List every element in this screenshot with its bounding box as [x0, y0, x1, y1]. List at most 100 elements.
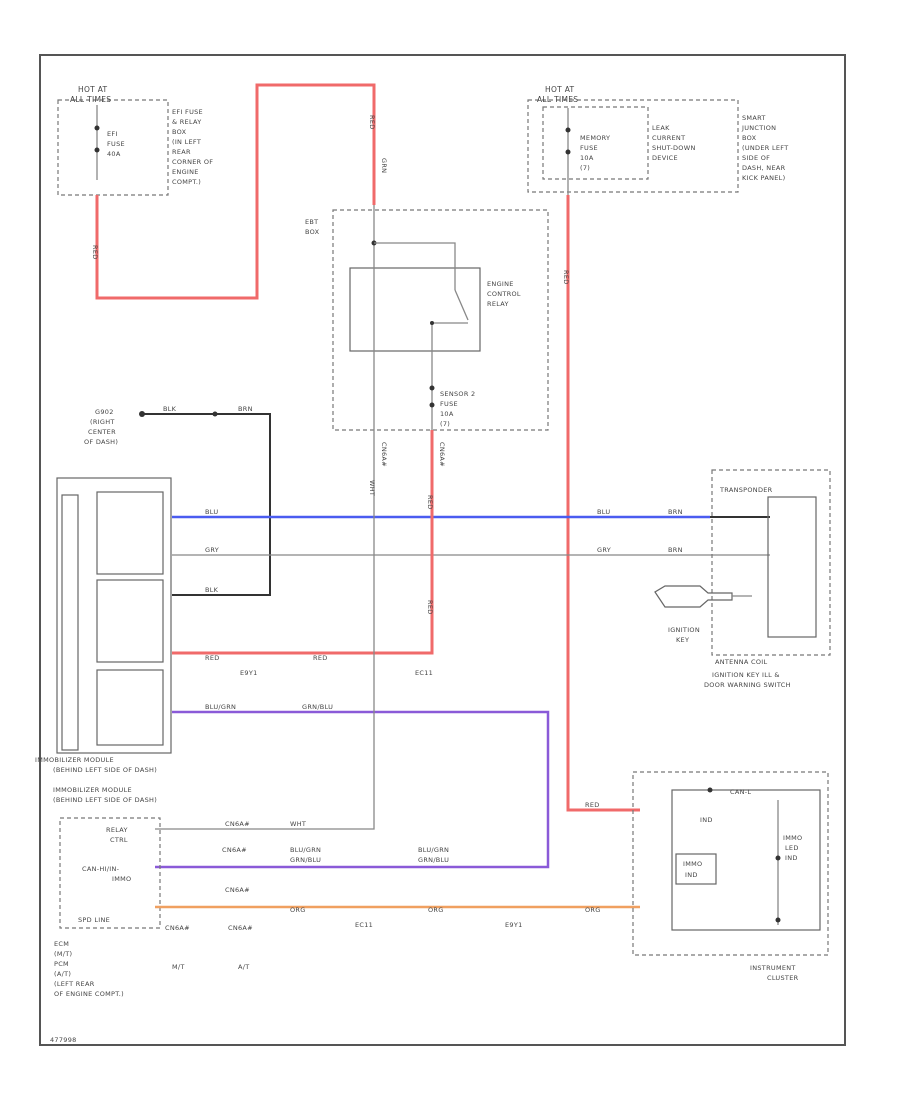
immobilizer-module-box [56, 477, 172, 754]
cluster-label: CAN-L [730, 788, 751, 796]
sjb-label: JUNCTION [741, 124, 776, 132]
ground-label: CENTER [88, 428, 116, 436]
fuse-box-desc: (IN LEFT [172, 138, 201, 146]
connector-label: E9Y1 [240, 669, 258, 677]
wire-color-label: RED [205, 654, 220, 662]
relay-switch-contact [454, 289, 469, 321]
leak-device-label: SHUT-DOWN [652, 144, 696, 152]
wire-color-label: RED [313, 654, 328, 662]
cluster-label: IMMO [683, 860, 702, 868]
efi-fuse-label-3: 40A [107, 150, 121, 158]
comm-interface-block [96, 669, 164, 746]
wire-color-label: ORG [428, 906, 444, 914]
wire-color-label: RED [91, 245, 99, 260]
ecm-pin-label: IMMO [112, 875, 131, 883]
ecm-pin-label: CAN-HI/IN- [82, 865, 120, 873]
memory-fuse-label: (7) [580, 164, 590, 172]
wire-color-label: RED [426, 495, 434, 510]
wire-color-label: BRN [668, 546, 683, 554]
ground-wire [142, 413, 271, 596]
ground-point [139, 411, 145, 417]
wire-color-label: ORG [290, 906, 306, 914]
ecm-label: (A/T) [54, 970, 71, 978]
instrument-cluster-outline [632, 771, 829, 956]
red-wire-top [95, 83, 376, 300]
junction-dot [775, 855, 781, 861]
sjb-label: DASH, NEAR [742, 164, 786, 172]
wire-color-label: GRN/BLU [302, 703, 333, 711]
sjb-label: (UNDER LEFT [742, 144, 788, 152]
ignition-switch-outline [711, 469, 831, 656]
cluster-label: LED [785, 844, 799, 852]
ecm-box-outline [59, 817, 161, 929]
connector-label: CN6A# [438, 442, 446, 467]
cluster-inner-box [671, 789, 821, 931]
junction-dot [775, 917, 781, 923]
wire-color-label: BLU/GRN [205, 703, 236, 711]
wire-color-label: WHT [368, 480, 376, 496]
sjb-label: KICK PANEL) [742, 174, 785, 182]
ecm-pin-label: CTRL [110, 836, 128, 844]
wire-color-label: RED [426, 600, 434, 615]
cpu-block [61, 494, 79, 751]
connector-label: CN6A# [380, 442, 388, 467]
relay-switch-feed [374, 242, 456, 290]
cluster-label: IND [785, 854, 798, 862]
ecm-label: (LEFT REAR [54, 980, 95, 988]
sensor-fuse-label: (7) [440, 420, 450, 428]
wire-color-label: RED [562, 270, 570, 285]
wire-color-label: GRY [597, 546, 611, 554]
memory-fuse-label: FUSE [580, 144, 598, 152]
sensor-fuse-label: SENSOR 2 [440, 390, 475, 398]
sjb-label: SMART [742, 114, 766, 122]
fuse-box-desc: ENGINE [172, 168, 199, 176]
connector-label: CN6A# [165, 924, 190, 932]
hot-right-label: HOT AT [545, 85, 575, 94]
ignition-key-label: KEY [676, 636, 689, 644]
relay-label: RELAY [487, 300, 509, 308]
sjb-label: SIDE OF [742, 154, 770, 162]
wire-color-label: WHT [290, 820, 306, 828]
ebt-box-label: EBT [305, 218, 318, 226]
relay-label: ENGINE [487, 280, 514, 288]
connector-label: EC11 [355, 921, 373, 929]
relay-label: CONTROL [487, 290, 521, 298]
wire-color-label: BLK [205, 586, 219, 594]
hot-left-label: HOT AT [78, 85, 108, 94]
ignition-switch-label: IGNITION KEY ILL & [712, 671, 780, 679]
fuse-box-desc: COMPT.) [172, 178, 201, 186]
ignition-key-label: IGNITION [668, 626, 700, 634]
voltage-regulator-block [96, 579, 164, 663]
immobilizer-module-label: (BEHIND LEFT SIDE OF DASH) [53, 766, 157, 774]
ecm-label: PCM [54, 960, 69, 968]
wire-color-label: ORG [585, 906, 601, 914]
sensor-fuse-label: 10A [440, 410, 454, 418]
fuse-terminal [429, 385, 435, 391]
fuse-box-desc: & RELAY [172, 118, 202, 126]
ebt-box-outline [332, 209, 549, 431]
ecm-label: ECM [54, 940, 69, 948]
ecm-label: (M/T) [54, 950, 72, 958]
wire-color-label: BLU [205, 508, 218, 516]
smart-junction-box-outline [527, 99, 739, 193]
immobilizer-module-label: IMMOBILIZER MODULE [35, 756, 114, 764]
connector-label: CN6A# [225, 886, 250, 894]
fuse-terminal [429, 402, 435, 408]
efi-fuse-label-2: FUSE [107, 140, 125, 148]
sensor-fuse-label: FUSE [440, 400, 458, 408]
sjb-label: BOX [742, 134, 757, 142]
cluster-label: IMMO [783, 834, 802, 842]
connector-label: CN6A# [225, 820, 250, 828]
efi-fuse-label: EFI [107, 130, 118, 138]
immo-ind-block [675, 853, 717, 885]
ecm-pin-label: RELAY [106, 826, 128, 834]
ecm-pin-label: SPD LINE [78, 916, 110, 924]
fuse-box-desc: BOX [172, 128, 187, 136]
ground-label: G902 [95, 408, 114, 416]
fuse-box-desc: EFI FUSE [172, 108, 203, 116]
immobilizer-module-label: (BEHIND LEFT SIDE OF DASH) [53, 796, 157, 804]
junction-dot [212, 411, 218, 417]
transponder-label: TRANSPONDER [719, 486, 773, 494]
hot-right-label-2: ALL TIMES [537, 95, 578, 104]
